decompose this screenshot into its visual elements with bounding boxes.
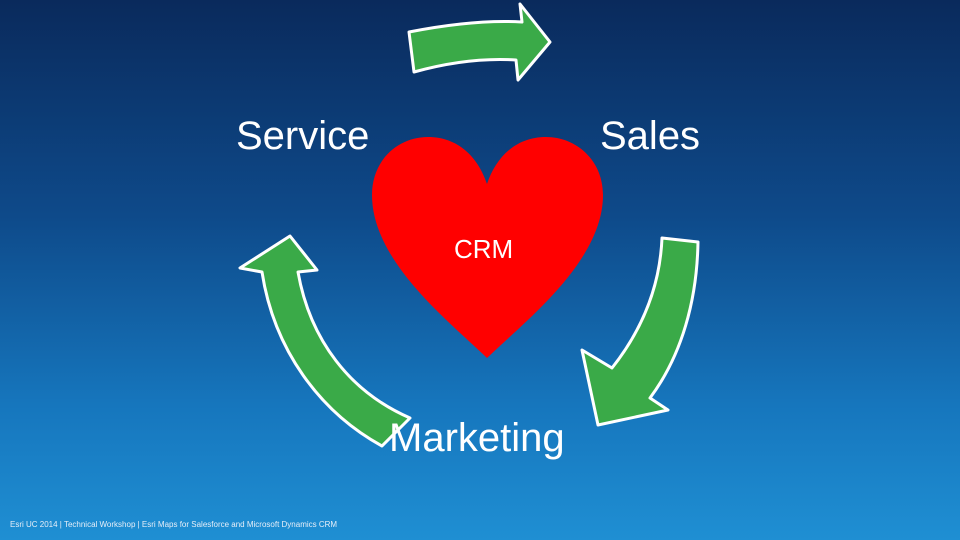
arrow-top-icon — [407, 2, 552, 82]
service-label: Service — [236, 114, 370, 158]
arrow-right-icon — [580, 236, 700, 427]
crm-label: CRM — [454, 234, 514, 264]
footer-text: Esri UC 2014 | Technical Workshop | Esri… — [10, 520, 338, 529]
marketing-label: Marketing — [389, 416, 565, 460]
heart-icon — [372, 137, 603, 358]
arrow-left-icon — [238, 234, 412, 448]
sales-label: Sales — [600, 114, 701, 158]
